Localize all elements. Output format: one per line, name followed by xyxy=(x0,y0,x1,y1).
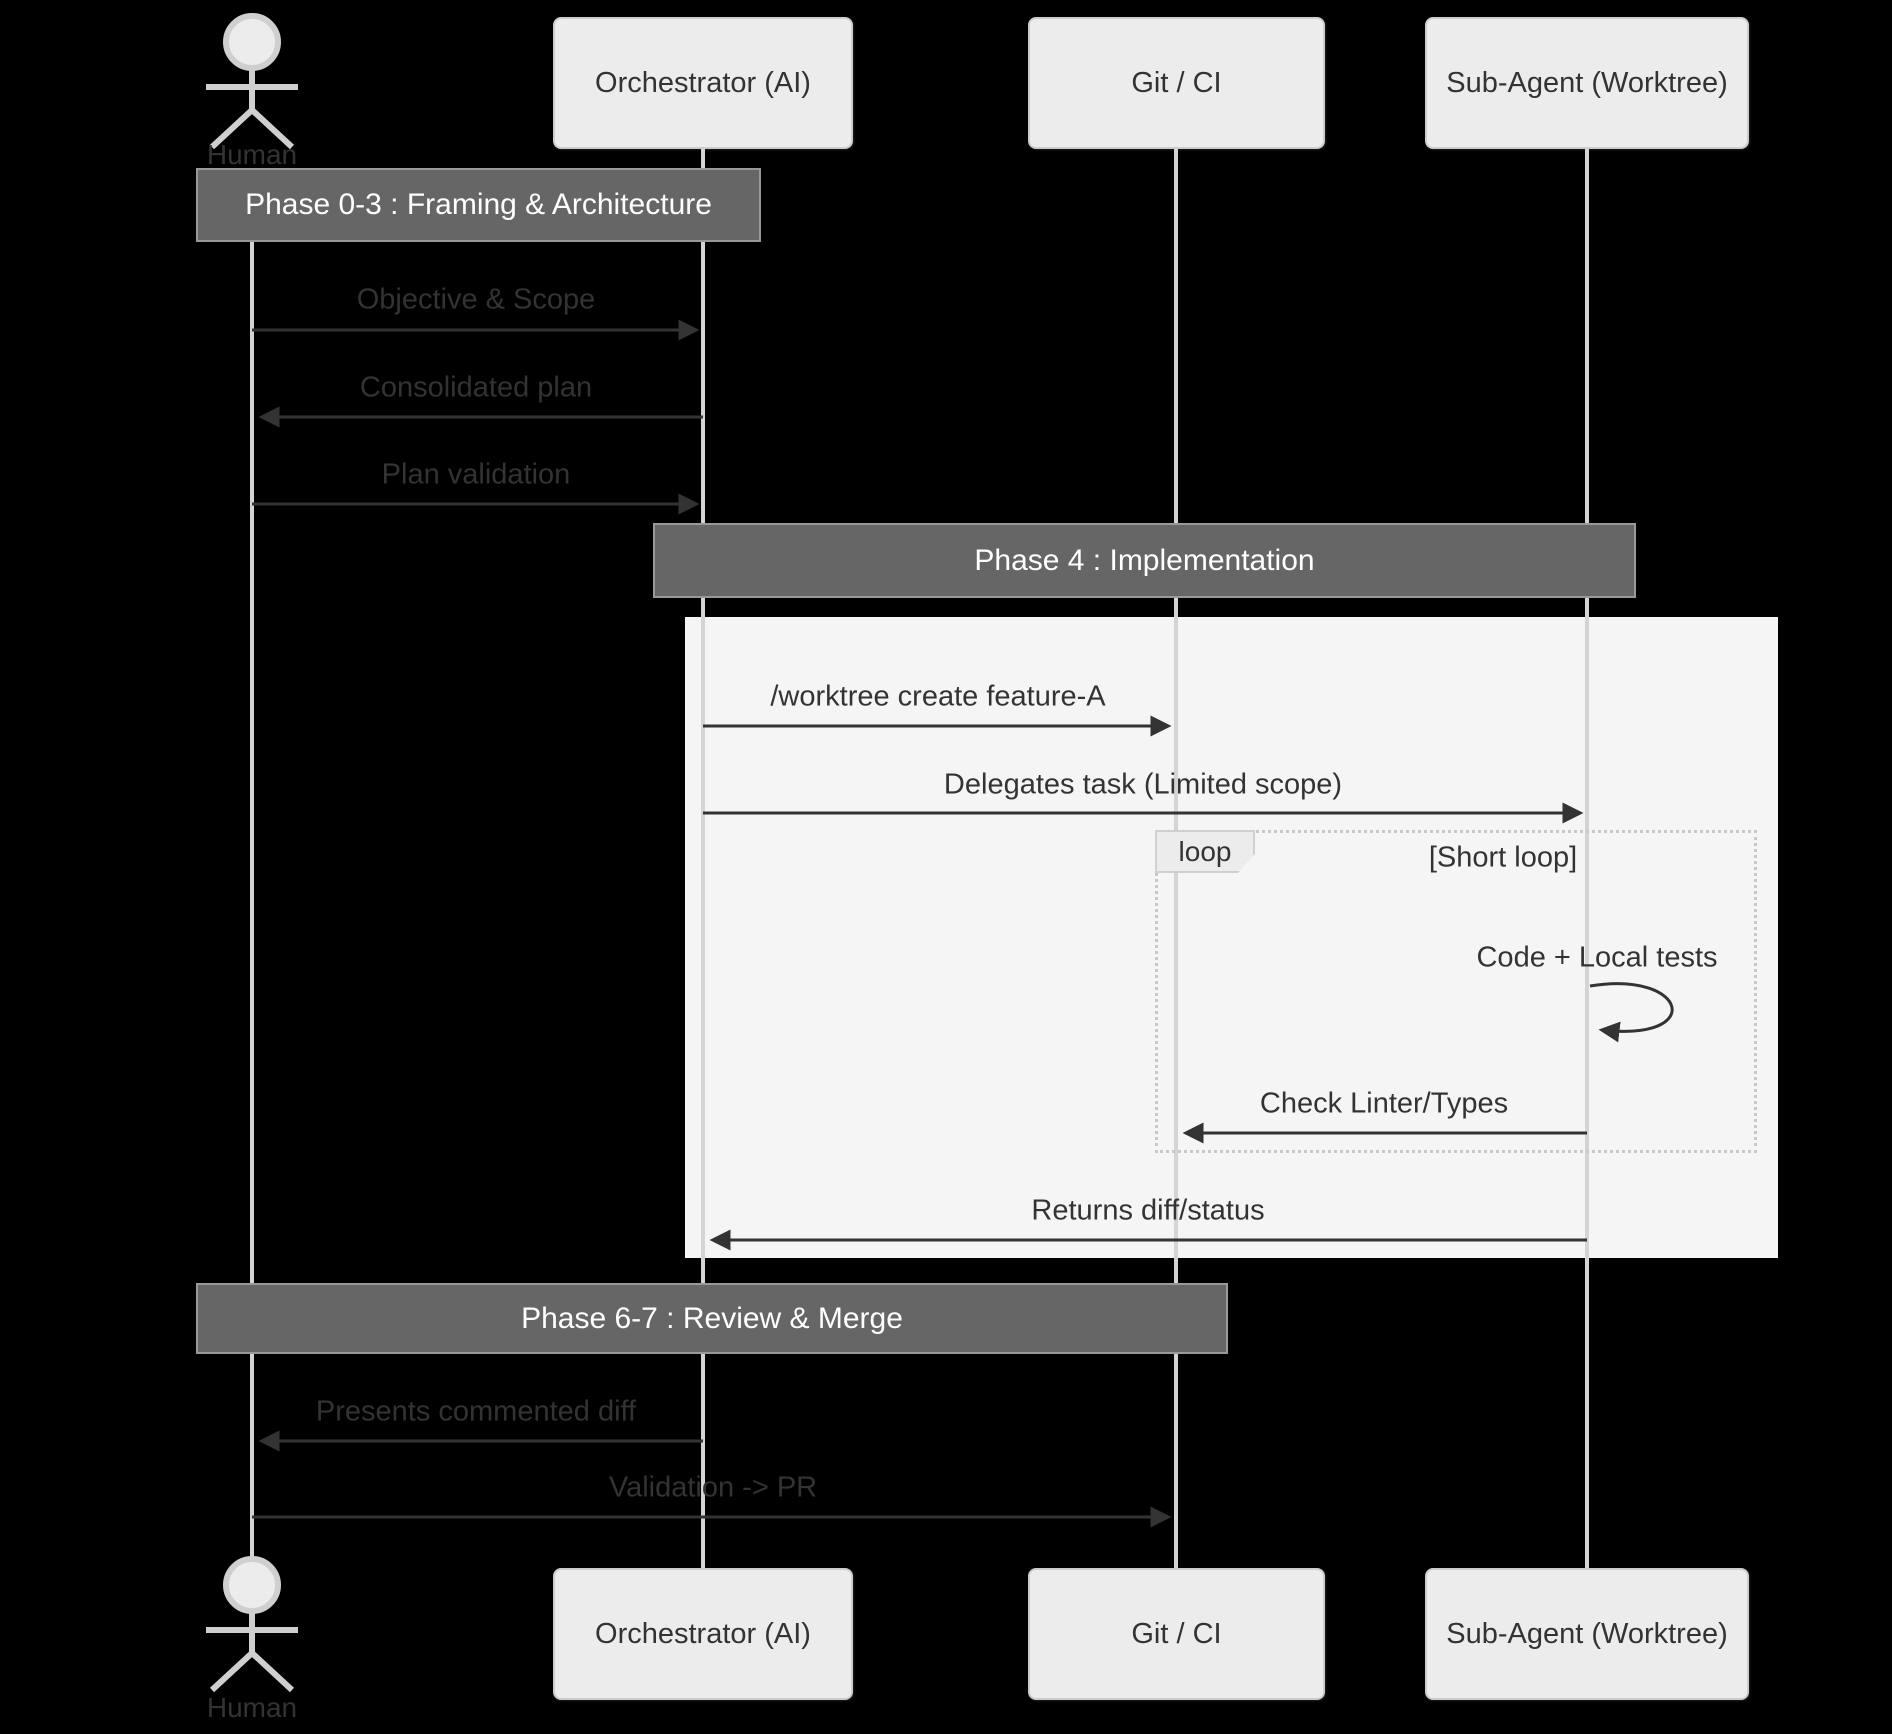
participant-top-gitci: Git / CI xyxy=(1028,17,1325,149)
participant-label: Git / CI xyxy=(1131,1617,1222,1650)
message-label: Plan validation xyxy=(381,458,571,491)
phase-band-review-merge: Phase 6-7 : Review & Merge xyxy=(196,1283,1228,1354)
actor-label-human-bottom: Human xyxy=(206,1692,298,1723)
message-label: Code + Local tests xyxy=(1476,941,1718,974)
message-label: Check Linter/Types xyxy=(1259,1087,1509,1120)
loop-keyword: loop xyxy=(1178,835,1232,867)
phase-band-label: Phase 6-7 : Review & Merge xyxy=(521,1301,903,1335)
phase-band-implementation: Phase 4 : Implementation xyxy=(653,523,1636,598)
loop-condition: [Short loop] xyxy=(1428,841,1578,874)
participant-bottom-subagent: Sub-Agent (Worktree) xyxy=(1425,1568,1749,1700)
message-label: Returns diff/status xyxy=(1031,1194,1265,1227)
message-label: Validation -> PR xyxy=(608,1471,818,1504)
participant-label: Sub-Agent (Worktree) xyxy=(1446,66,1728,99)
message-label: Delegates task (Limited scope) xyxy=(943,768,1343,801)
message-label: Presents commented diff xyxy=(315,1395,637,1428)
actor-label-human-top: Human xyxy=(206,139,298,170)
phase-band-label: Phase 4 : Implementation xyxy=(974,543,1315,577)
loop-keyword-badge: loop xyxy=(1155,830,1255,873)
phase-band-label: Phase 0-3 : Framing & Architecture xyxy=(245,188,712,221)
participant-top-orchestrator: Orchestrator (AI) xyxy=(553,17,853,149)
actor-icon xyxy=(206,1556,298,1693)
participant-label: Orchestrator (AI) xyxy=(595,66,811,99)
participant-label: Git / CI xyxy=(1131,66,1222,99)
participant-label: Sub-Agent (Worktree) xyxy=(1446,1617,1728,1650)
actor-icon xyxy=(206,13,298,150)
message-label: Consolidated plan xyxy=(359,371,593,404)
phase-band-framing-architecture: Phase 0-3 : Framing & Architecture xyxy=(196,168,761,242)
participant-bottom-gitci: Git / CI xyxy=(1028,1568,1325,1700)
message-label: Objective & Scope xyxy=(356,283,596,316)
participant-top-subagent: Sub-Agent (Worktree) xyxy=(1425,17,1749,149)
message-label: /worktree create feature-A xyxy=(770,680,1106,713)
participant-label: Orchestrator (AI) xyxy=(595,1617,811,1650)
participant-bottom-orchestrator: Orchestrator (AI) xyxy=(553,1568,853,1700)
loop-frame xyxy=(1155,830,1757,1153)
